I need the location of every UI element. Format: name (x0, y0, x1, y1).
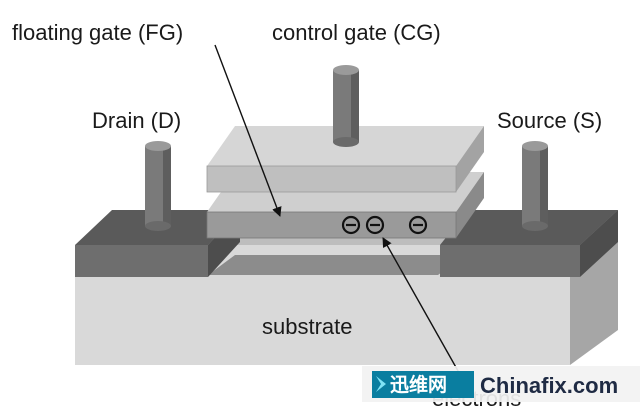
drain-label: Drain (D) (92, 108, 181, 133)
substrate-label: substrate (262, 314, 353, 339)
control-gate-side (456, 126, 484, 192)
channel-region (208, 255, 465, 275)
control-gate-front (206, 165, 457, 193)
watermark-logo-icon (376, 376, 386, 392)
source-electrode (522, 141, 548, 231)
electron-icon (408, 215, 428, 235)
electron-icon (365, 215, 385, 235)
watermark-cn-background (372, 371, 474, 398)
electron-icon (341, 215, 361, 235)
floating-gate-label: floating gate (FG) (12, 20, 183, 45)
source-region-front (440, 245, 580, 277)
floating-gate-side (456, 172, 484, 238)
electrons-pointer-line (382, 237, 463, 379)
drain-region-front (75, 245, 208, 277)
electron-markers (341, 215, 428, 235)
source-label: Source (S) (497, 108, 602, 133)
control-gate-label: control gate (CG) (272, 20, 441, 45)
drain-electrode (145, 141, 171, 231)
floating-gate-pointer-line (214, 44, 282, 217)
watermark-en-text: Chinafix.com (480, 373, 618, 398)
control-gate-electrode (333, 65, 359, 147)
watermark-cn-text: 迅维网 (390, 373, 447, 396)
source-region-side (580, 210, 618, 277)
site-watermark: 迅维网 Chinafix.com (362, 366, 640, 402)
